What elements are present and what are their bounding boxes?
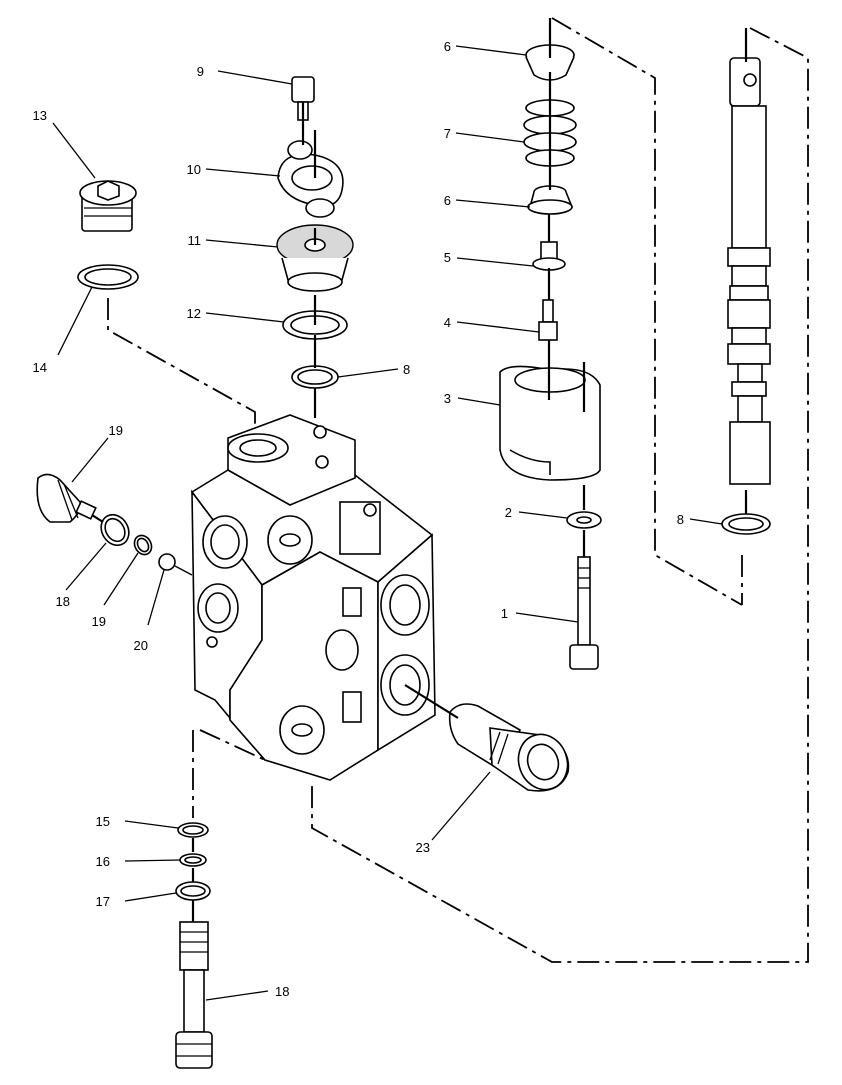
callout-6-top: 6 bbox=[444, 39, 451, 54]
callout-5: 5 bbox=[444, 250, 451, 265]
callout-18: 18 bbox=[275, 984, 289, 999]
callout-4: 4 bbox=[444, 315, 451, 330]
fitting-23 bbox=[448, 703, 570, 792]
callout-10: 10 bbox=[187, 162, 201, 177]
flange-10 bbox=[277, 140, 344, 218]
callout-15: 15 bbox=[96, 814, 110, 829]
callout-21: 19 bbox=[92, 614, 106, 629]
bushing-5 bbox=[532, 241, 566, 271]
callout-17: 17 bbox=[96, 894, 110, 909]
callout-9: 9 bbox=[197, 64, 204, 79]
callout-6-bottom: 6 bbox=[444, 193, 451, 208]
assembly-dashed-lines bbox=[107, 17, 809, 963]
callout-16: 16 bbox=[96, 854, 110, 869]
o-ring-8-right bbox=[721, 513, 771, 535]
callout-7: 7 bbox=[444, 126, 451, 141]
callout-2: 2 bbox=[505, 505, 512, 520]
plunger-18 bbox=[175, 921, 213, 1069]
leader-lines bbox=[52, 45, 723, 1001]
plug-13 bbox=[79, 180, 137, 232]
callout-23: 23 bbox=[416, 840, 430, 855]
callout-11: 11 bbox=[188, 233, 202, 248]
o-ring-8-left bbox=[291, 365, 339, 389]
callout-1: 1 bbox=[501, 606, 508, 621]
o-ring-14-inner bbox=[84, 268, 132, 286]
o-ring-17 bbox=[175, 881, 211, 901]
spring-seat-6-bottom bbox=[527, 185, 574, 215]
callout-22: 20 bbox=[134, 638, 148, 653]
washer-2 bbox=[566, 511, 602, 529]
callout-8-left: 8 bbox=[403, 362, 410, 377]
callout-12: 12 bbox=[187, 306, 201, 321]
check-valve-19 bbox=[36, 473, 97, 523]
seal-15 bbox=[177, 822, 209, 838]
valve-body bbox=[190, 414, 436, 781]
ring-16 bbox=[179, 853, 207, 867]
bolt-4 bbox=[538, 299, 558, 341]
callout-3: 3 bbox=[444, 391, 451, 406]
bolt-1 bbox=[569, 556, 599, 670]
ball-22 bbox=[158, 553, 176, 571]
callout-14: 14 bbox=[33, 360, 47, 375]
callout-20: 18 bbox=[56, 594, 70, 609]
o-ring-20 bbox=[100, 513, 130, 547]
callout-13: 13 bbox=[33, 108, 47, 123]
callout-15-19: 19 bbox=[109, 423, 123, 438]
spool-assembly bbox=[727, 57, 771, 485]
ring-21 bbox=[133, 534, 153, 556]
callout-8-right: 8 bbox=[677, 512, 684, 527]
